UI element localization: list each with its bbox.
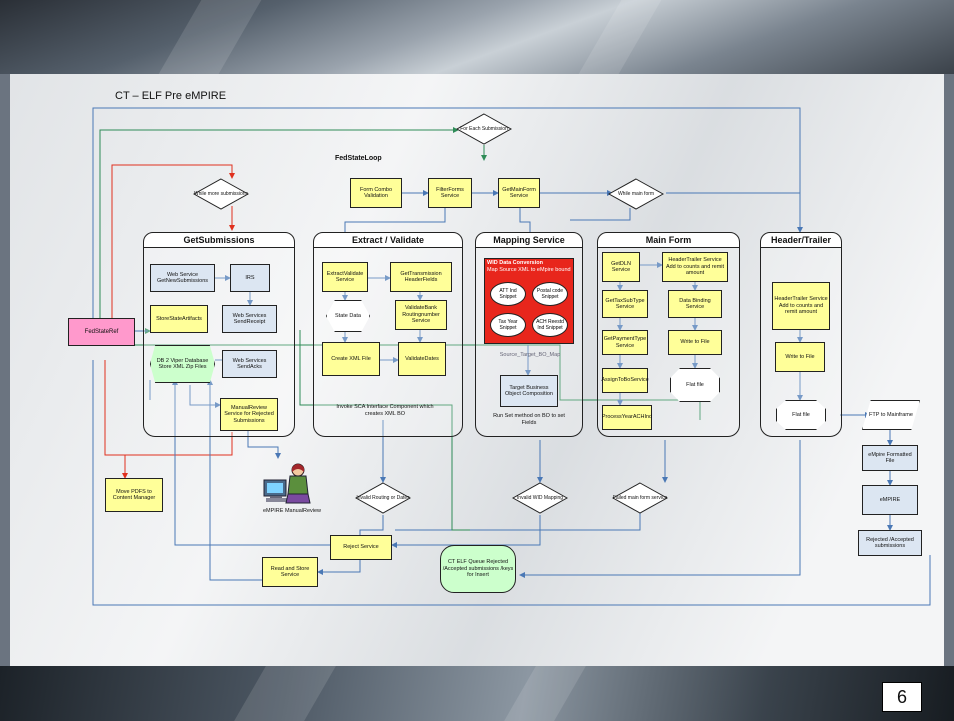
state-data-box: State Data <box>326 300 370 332</box>
wid-desc-label: Map Source XML to eMpire bound <box>487 267 571 273</box>
decision-label: While main form <box>617 191 655 197</box>
process-year-ach-ind-box: ProcessYearACHInd <box>602 405 652 430</box>
get-main-form-service-box: GetMainForm Service <box>498 178 540 208</box>
wid-title-label: WID Data Conversion <box>487 260 543 266</box>
move-pdfs-box: Move PDFS to Content Manager <box>105 478 163 512</box>
store-state-artifacts-box: StoreStateArtifacts <box>150 305 208 333</box>
empire-formatted-file-box: eMpire Formatted File <box>862 445 918 471</box>
irs-box: IRS <box>230 264 270 292</box>
page-number: 6 <box>882 682 922 712</box>
source-target-map-label: Source_Target_BO_Map <box>499 352 561 358</box>
filter-forms-service-box: FilterForms Service <box>428 178 472 208</box>
form-combo-validation-box: Form Combo Validation <box>350 178 402 208</box>
fedstate-loop-label: FedStateLoop <box>335 155 382 162</box>
extract-validate-service-box: ExtractValidate Service <box>322 262 368 292</box>
lane-main-form-header: Main Form <box>597 232 740 248</box>
att-ind-snippet: ATT Ind Snippet <box>490 282 526 306</box>
ws-get-new-submissions-box: Web Service GetNewSubmissions <box>150 264 215 292</box>
fedstate-ref-box: FedStateRef <box>68 318 135 346</box>
lane-get-submissions-header: GetSubmissions <box>143 232 295 248</box>
validate-dates-box: ValidateDates <box>398 342 446 376</box>
data-binding-service-box: Data Binding Service <box>668 290 722 318</box>
get-dln-service-box: GetDLN Service <box>602 252 640 282</box>
create-xml-file-box: Create XML File <box>322 342 380 376</box>
rejected-accepted-box: Rejected /Accepted submissions <box>858 530 922 556</box>
decision-label: While more submissions <box>193 191 249 197</box>
ws-send-receipt-box: Web Services SendReceipt <box>222 305 277 333</box>
decision-invalid-wid: Invalid WID Mapping <box>512 482 568 514</box>
get-tax-sub-type-box: GetTaxSubType Service <box>602 290 648 318</box>
lane-extract-validate-header: Extract / Validate <box>313 232 463 248</box>
decision-label: Invalid WID Mapping <box>516 495 564 501</box>
ws-send-acks-box: Web Services SendAcks <box>222 350 277 378</box>
get-transmission-header-box: GetTransmission HeaderFields <box>390 262 452 292</box>
get-payment-type-box: GetPaymentType Service <box>602 330 648 355</box>
decision-label: For Each Submission <box>460 126 508 132</box>
validate-bank-routing-box: ValidateBank Routingnumber Service <box>395 300 447 330</box>
write-to-file-box: Write to File <box>668 330 722 355</box>
ach-reestd-ind-snippet: ACH Reestd Ind Snippet <box>532 313 568 337</box>
decision-for-each-submission: For Each Submission <box>456 113 512 145</box>
decision-label: Failed main form service <box>612 495 668 501</box>
db2-viper-database-box: DB 2 Viper Database Store XML Zip Files <box>150 345 215 383</box>
ht-write-to-file-box: Write to File <box>775 342 825 372</box>
empire-system-box: eMPIRE <box>862 485 918 515</box>
main-form-flat-file: Flat file <box>670 368 720 402</box>
header-trailer-service-box: HeaderTrailer Service Add to counts and … <box>662 252 728 282</box>
ftp-to-mainframe-box: FTP to Mainframe <box>862 400 920 430</box>
ct-elf-queue-box: CT ELF Queue Rejected /Accepted submissi… <box>440 545 516 593</box>
ht-flat-file: Flat file <box>776 400 826 430</box>
postal-code-snippet: Postal code Snippet <box>532 282 568 306</box>
background-bottom <box>0 666 954 721</box>
ht-header-trailer-service-box: HeaderTrailer Service Add to counts and … <box>772 282 830 330</box>
decision-while-main-form: While main form <box>608 178 664 210</box>
decision-while-more-submissions: While more submissions <box>193 178 249 210</box>
empire-manual-review-label: eMPIRE ManualReview <box>262 508 322 514</box>
manual-review-service-box: ManualReview Service for Rejected Submis… <box>220 398 278 431</box>
invoke-sca-label: Invoke SCA Interface Component which cre… <box>336 404 434 417</box>
slide-title: CT – ELF Pre eMPIRE <box>115 90 227 102</box>
person-at-computer-icon <box>262 462 314 504</box>
lane-header-trailer-header: Header/Trailer <box>760 232 842 248</box>
background-top <box>0 0 954 74</box>
run-set-method-label: Run Set method on BO to set Fields <box>493 413 565 426</box>
decision-failed-main-form: Failed main form service <box>612 482 668 514</box>
read-and-store-service-box: Read and Store Service <box>262 557 318 587</box>
assign-to-bo-service-box: AssignToBoService <box>601 368 649 393</box>
target-business-object-box: Target Business Object Composition <box>500 375 558 407</box>
decision-label: Invalid Routing or Dates <box>356 495 410 501</box>
tax-year-snippet: Tax Year Snippet <box>490 313 526 337</box>
decision-invalid-routing: Invalid Routing or Dates <box>355 482 411 514</box>
reject-service-box: Reject Service <box>330 535 392 560</box>
lane-mapping-service-header: Mapping Service <box>475 232 583 248</box>
